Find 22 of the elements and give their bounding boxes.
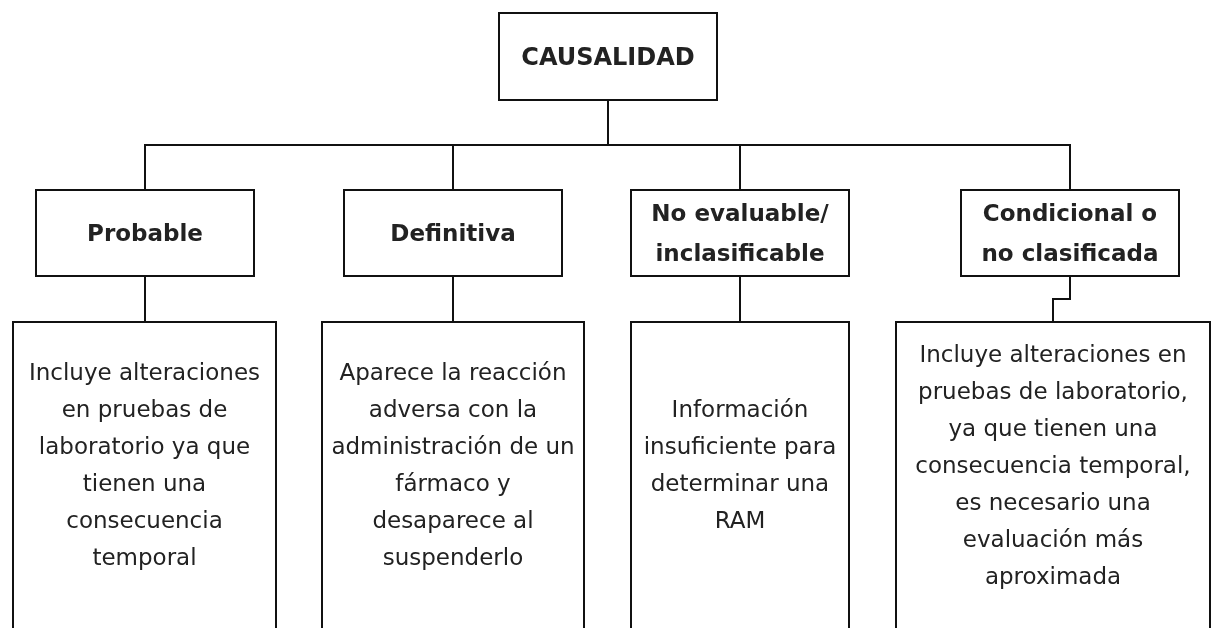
heading-text: Probable bbox=[86, 219, 204, 248]
description-box bbox=[12, 321, 277, 628]
connector-line bbox=[739, 276, 741, 322]
description-text: Incluye alteraciones en pruebas de laboratorio ya que tienen una consecuencia temporal bbox=[27, 358, 262, 572]
description-box bbox=[321, 321, 585, 628]
category-box bbox=[35, 189, 255, 277]
connector-line bbox=[144, 276, 146, 322]
heading-text: No evaluable/ inclasificable bbox=[650, 199, 830, 268]
description-text: Información insuficiente para determinar una RAM bbox=[642, 395, 838, 535]
description-box bbox=[895, 321, 1211, 628]
description-text: Aparece la reacción adversa con la administración de un fármaco y desaparece al suspenderlo bbox=[330, 358, 576, 572]
heading-text: Condicional o no clasificada bbox=[980, 199, 1160, 268]
connector-line bbox=[1052, 276, 1071, 322]
root-box bbox=[498, 12, 718, 101]
connector-line bbox=[452, 276, 454, 322]
category-box bbox=[960, 189, 1180, 277]
category-box bbox=[343, 189, 563, 277]
description-text: Incluye alteraciones en pruebas de laboratorio, ya que tienen una consecuencia temporal, es necesario una evaluación más aproximada bbox=[914, 339, 1192, 591]
description-box bbox=[630, 321, 850, 628]
category-box bbox=[630, 189, 850, 277]
heading-text: Definitiva bbox=[389, 219, 517, 248]
heading-text: CAUSALIDAD bbox=[520, 41, 696, 73]
